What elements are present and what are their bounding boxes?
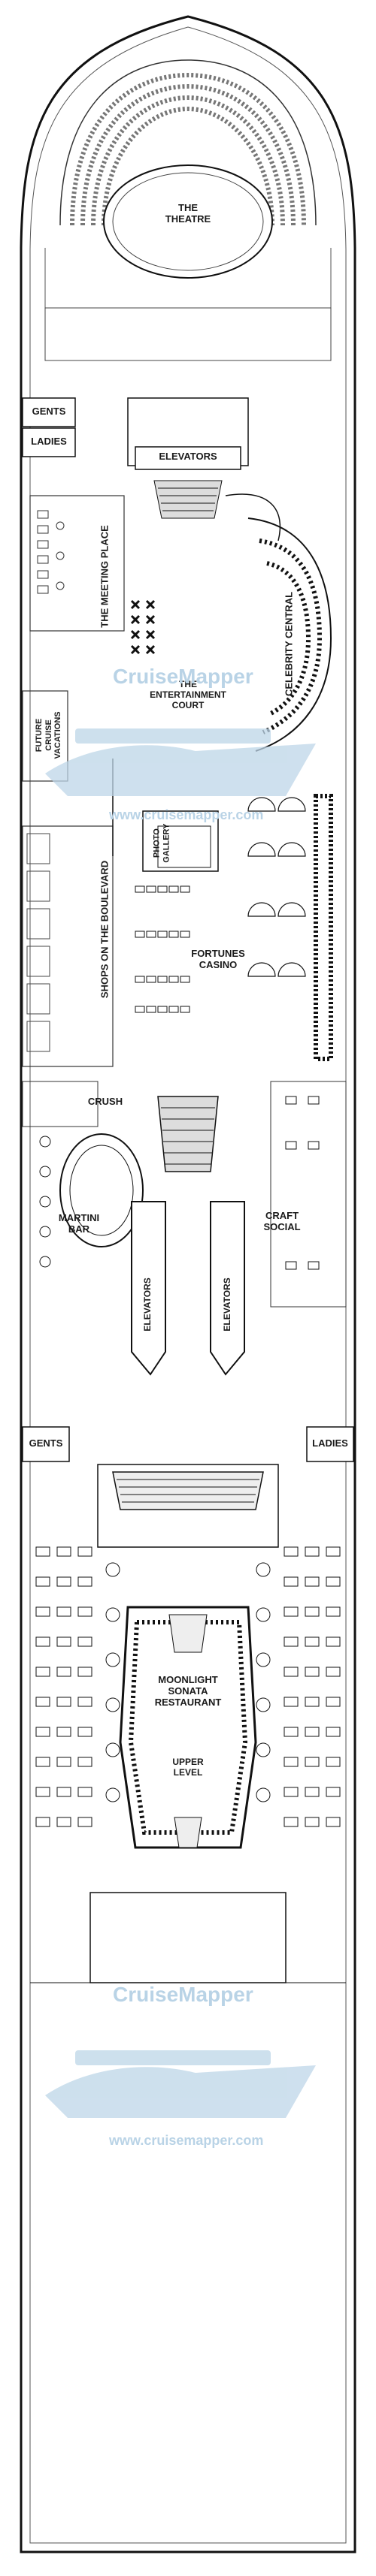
elevator-shaft-left [131, 1201, 166, 1376]
restaurant-tables [35, 1546, 341, 1827]
ladies-bottom-room [306, 1426, 354, 1462]
label-gents-top: GENTS [32, 406, 66, 417]
ladies-top-room [22, 427, 76, 457]
label-casino: FORTUNES CASINO [191, 948, 245, 970]
hull-inner [29, 26, 347, 2544]
label-upper-level: UPPER LEVEL [172, 1757, 204, 1778]
meeting-place-room [29, 495, 125, 632]
celebrity-central-arcs [247, 517, 332, 752]
future-cruise-room [22, 690, 68, 782]
gents-top-room [22, 397, 76, 427]
watermark-logo-top [45, 728, 316, 796]
label-entertainment-court: THE ENTERTAINMENT COURT [150, 679, 226, 710]
theatre-area [44, 59, 332, 361]
label-future-cruise: FUTURE CRUISE VACATIONS [35, 711, 63, 759]
gents-bottom-room [22, 1426, 70, 1462]
watermark-brand-top: CruiseMapper [113, 665, 253, 688]
hull-outline [20, 15, 356, 2553]
label-gents-bottom: GENTS [29, 1437, 63, 1449]
label-theatre: THE THEATRE [165, 202, 211, 225]
label-ladies-top: LADIES [31, 436, 67, 447]
label-celebrity-central: CELEBRITY CENTRAL [283, 591, 295, 697]
watermark-logo-bottom [45, 2050, 316, 2118]
label-shops: SHOPS ON THE BOULEVARD [99, 860, 111, 999]
watermark-url-bottom: www.cruisemapper.com [109, 2133, 264, 2148]
x-tables [130, 599, 156, 655]
crush-area [22, 1081, 99, 1127]
martini-bar-counter [59, 1133, 144, 1247]
casino-tables [247, 797, 306, 977]
meeting-place-tables [37, 510, 65, 594]
elevator-shaft-right [210, 1201, 245, 1376]
label-elevators-right: ELEVATORS [222, 1277, 233, 1332]
label-restaurant: MOONLIGHT SONATA RESTAURANT [154, 1674, 222, 1708]
label-ladies-bottom: LADIES [312, 1437, 348, 1449]
label-elevators-top: ELEVATORS [159, 451, 217, 462]
label-martini-bar: MARTINI BAR [58, 1212, 100, 1235]
label-meeting-place: THE MEETING PLACE [99, 525, 111, 628]
watermark-brand-bottom: CruiseMapper [113, 1983, 253, 2006]
shops-area [22, 825, 114, 1067]
label-craft-social: CRAFT SOCIAL [263, 1210, 301, 1232]
casino-slots [135, 885, 190, 1013]
label-elevators-left: ELEVATORS [142, 1277, 153, 1332]
craft-social-area [270, 1081, 347, 1308]
label-crush: CRUSH [87, 1096, 123, 1107]
restaurant-upper-frame [97, 1464, 279, 1548]
watermark-url-top: www.cruisemapper.com [109, 807, 264, 822]
restaurant-balcony [119, 1606, 257, 1849]
